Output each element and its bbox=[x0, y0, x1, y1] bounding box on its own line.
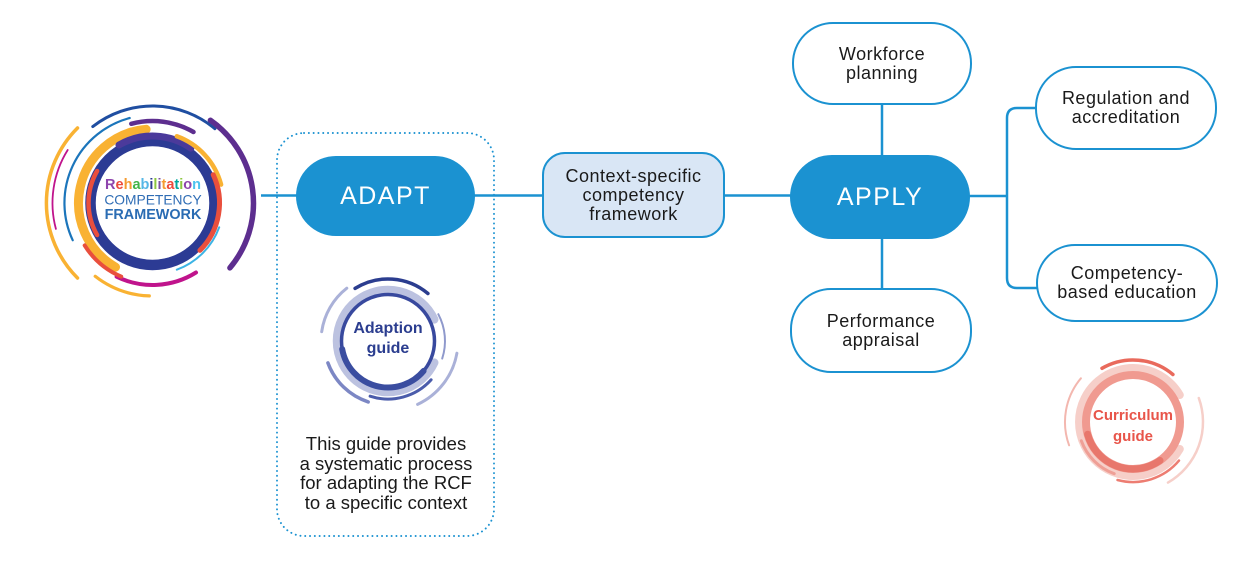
svg-text:guide: guide bbox=[367, 340, 410, 357]
svg-text:Adaption: Adaption bbox=[353, 320, 422, 337]
svg-text:COMPETENCY: COMPETENCY bbox=[104, 193, 201, 208]
svg-text:Curriculum: Curriculum bbox=[1093, 407, 1173, 424]
svg-text:guide: guide bbox=[1113, 428, 1153, 445]
svg-text:FRAMEWORK: FRAMEWORK bbox=[105, 207, 202, 223]
svg-text:Rehabilitation: Rehabilitation bbox=[105, 177, 201, 193]
